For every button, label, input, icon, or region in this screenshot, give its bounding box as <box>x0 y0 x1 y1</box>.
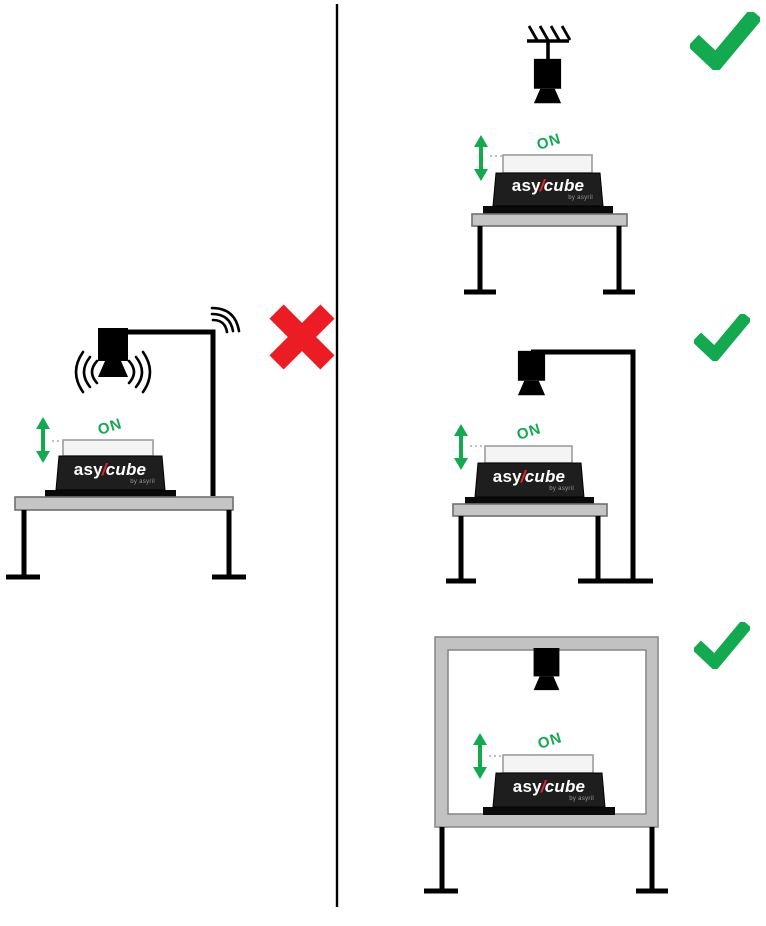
camera-icon <box>517 350 546 396</box>
vibration-waves-icon <box>210 306 241 334</box>
asycube-device <box>483 754 615 815</box>
vibrating-platform <box>502 154 593 174</box>
scene-camera-on-rigid-frame <box>424 629 743 894</box>
device-base <box>45 490 176 498</box>
camera-floor-stand-arm <box>531 349 653 584</box>
work-table <box>464 213 635 295</box>
vibration-waves-icon <box>74 350 152 394</box>
table-legs <box>446 516 601 584</box>
asycube-device <box>465 445 594 504</box>
asycube-device <box>45 439 176 498</box>
device-base <box>465 497 594 504</box>
camera-icon <box>533 58 562 104</box>
vibrating-platform <box>502 754 594 774</box>
vibrating-platform <box>62 439 154 457</box>
scene-camera-mounted-on-same-table <box>6 304 335 580</box>
ceiling-mount-icon <box>527 25 572 59</box>
table-legs <box>6 510 246 580</box>
device-base <box>483 206 613 214</box>
green-check-icon <box>699 20 751 62</box>
green-check-icon <box>701 321 743 355</box>
double-arrow-icon <box>36 417 50 463</box>
device-base <box>483 807 615 815</box>
red-cross-icon <box>269 304 335 370</box>
device-body <box>55 455 166 491</box>
double-arrow-icon <box>454 424 468 470</box>
double-arrow-icon <box>474 135 488 181</box>
scene-camera-ceiling-mounted <box>464 20 751 295</box>
device-body <box>492 172 604 207</box>
frame-legs <box>424 827 668 894</box>
camera-mount-arm <box>113 329 216 496</box>
scene-camera-on-floor-stand <box>446 321 743 584</box>
device-body <box>492 772 606 808</box>
work-table <box>6 496 246 580</box>
table-legs <box>464 226 635 295</box>
green-check-icon <box>701 629 743 663</box>
vibrating-platform <box>484 445 573 464</box>
device-body <box>474 462 585 498</box>
camera-icon <box>533 648 560 691</box>
asycube-device <box>483 154 613 214</box>
work-table <box>446 503 608 584</box>
camera-icon <box>98 328 128 377</box>
